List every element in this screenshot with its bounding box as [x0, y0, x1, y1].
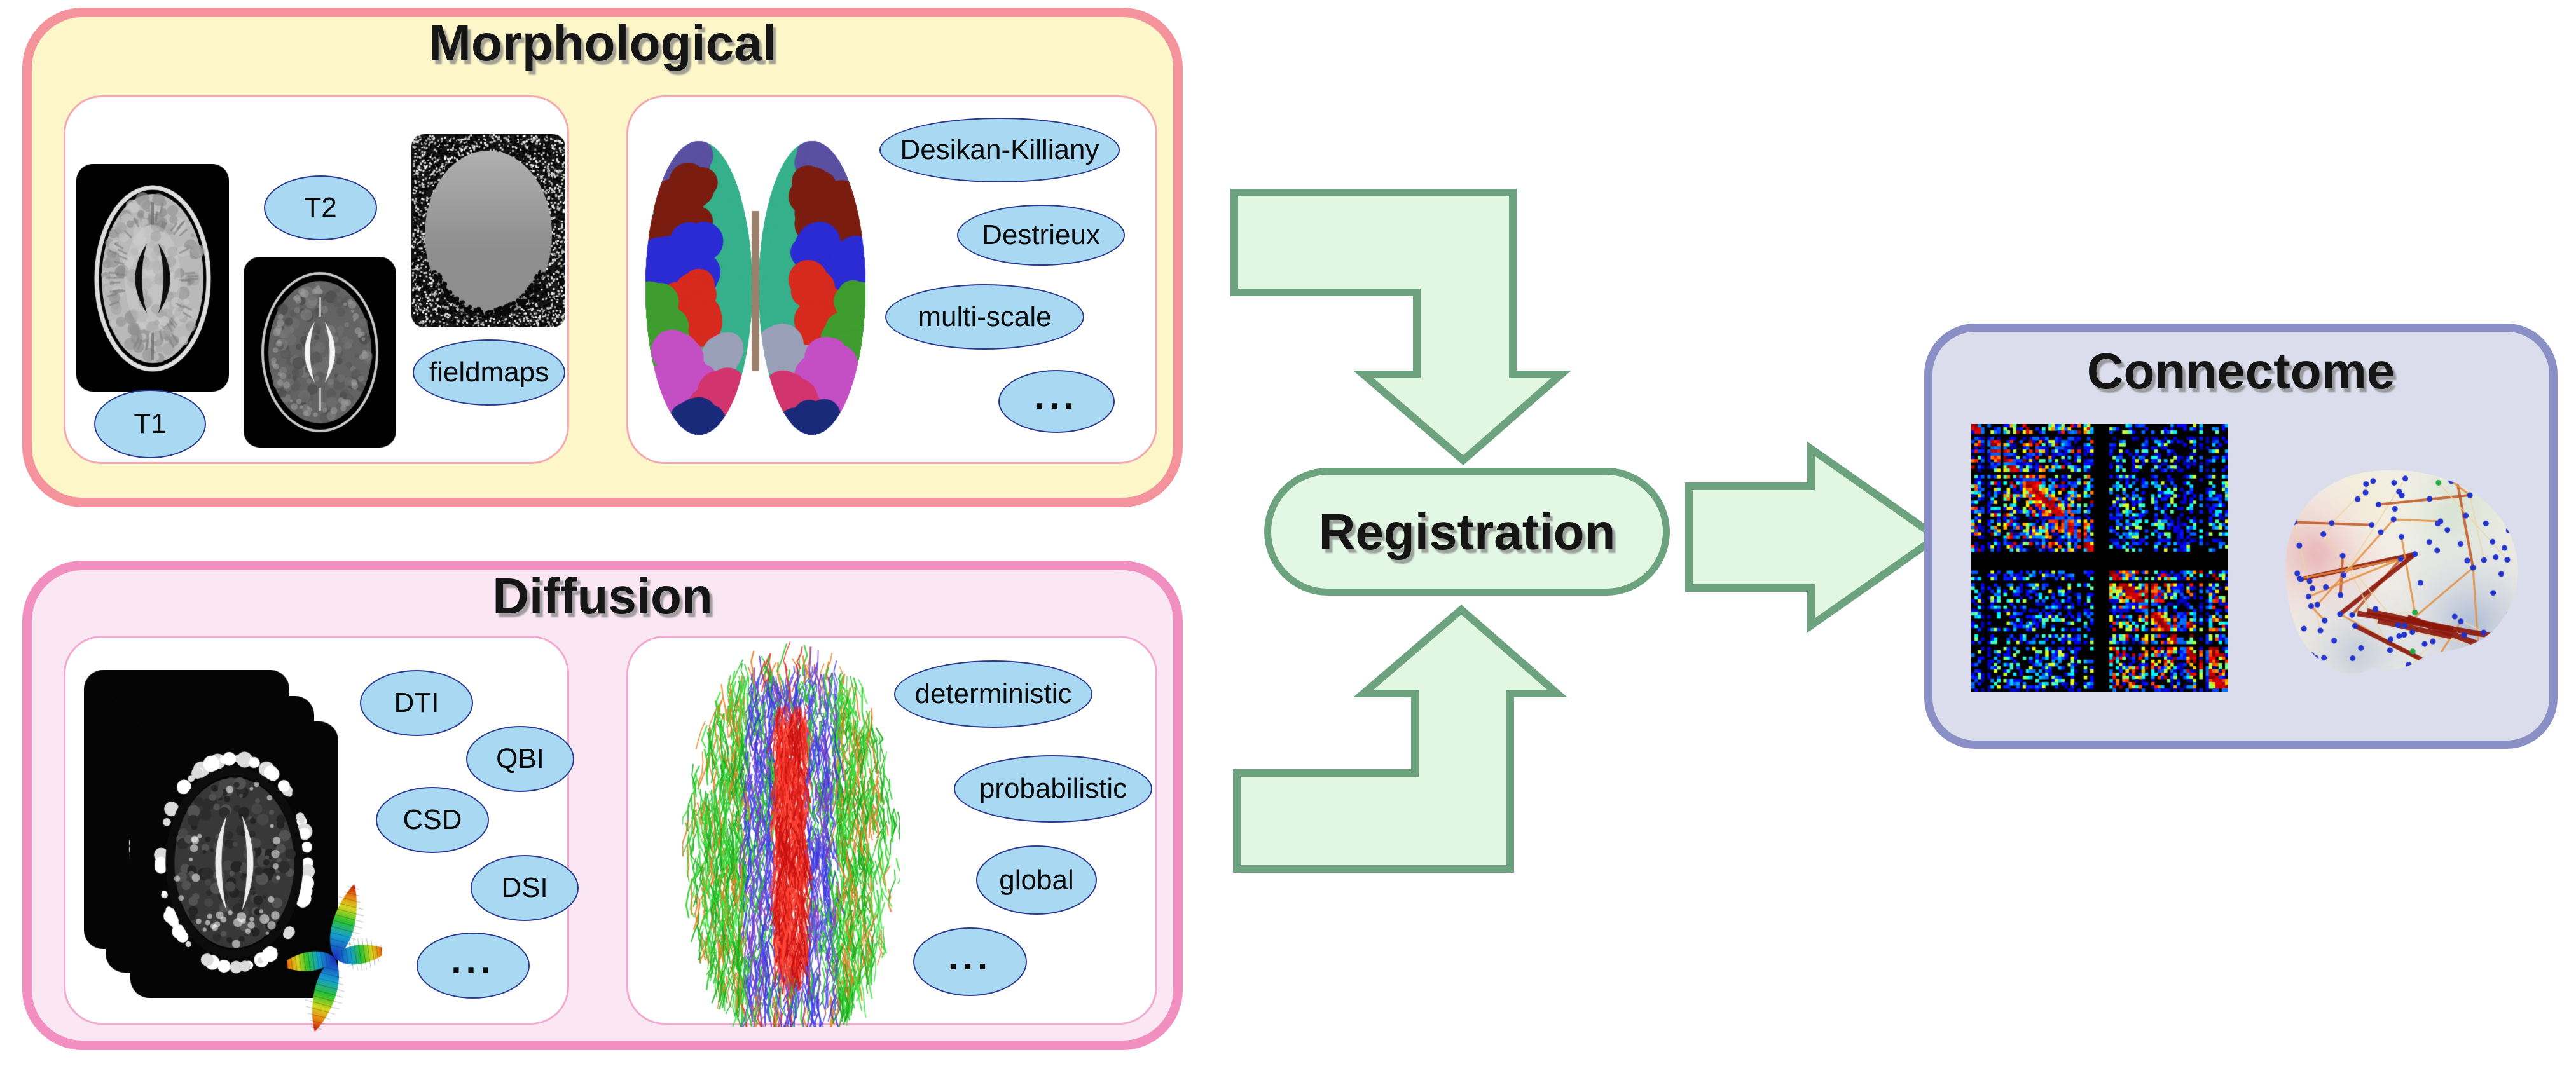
connectivity-matrix-image	[1971, 424, 2228, 692]
label-probabilistic: probabilistic	[954, 755, 1152, 823]
label-global: global	[976, 845, 1097, 915]
registration-capsule: Registration	[1264, 468, 1670, 596]
tractography-image	[682, 639, 900, 1027]
label-fieldmaps: fieldmaps	[413, 339, 565, 406]
morphological-title: Morphological	[429, 15, 776, 71]
arrow-registration-to-connectome	[1685, 441, 1944, 633]
label-deterministic: deterministic	[894, 660, 1092, 728]
label-csd: CSD	[376, 787, 489, 853]
parcellation-brain-image	[644, 136, 867, 440]
brain-network-image	[2262, 442, 2536, 685]
label-desikan-killiany: Desikan-Killiany	[879, 118, 1120, 182]
label-more-tractography: ...	[913, 927, 1027, 996]
label-t1: T1	[94, 390, 206, 458]
label-more-models: ...	[417, 933, 530, 999]
label-destrieux: Destrieux	[957, 205, 1125, 266]
t2-mri-image	[244, 257, 396, 448]
t1-mri-image	[76, 164, 229, 392]
label-dsi: DSI	[471, 855, 579, 921]
arrow-diffusion-to-registration	[1233, 605, 1567, 873]
label-more-parcellations: ...	[998, 370, 1115, 433]
diffusion-title: Diffusion	[492, 568, 713, 624]
label-qbi: QBI	[466, 726, 574, 792]
connectome-title: Connectome	[2086, 343, 2395, 399]
arrow-morphological-to-registration	[1230, 189, 1571, 465]
registration-label: Registration	[1318, 503, 1616, 560]
label-dti: DTI	[360, 670, 473, 736]
fieldmap-image	[411, 134, 565, 327]
label-t2: T2	[264, 175, 377, 240]
odf-glyph-image	[287, 877, 382, 1040]
label-multi-scale: multi-scale	[885, 284, 1084, 350]
